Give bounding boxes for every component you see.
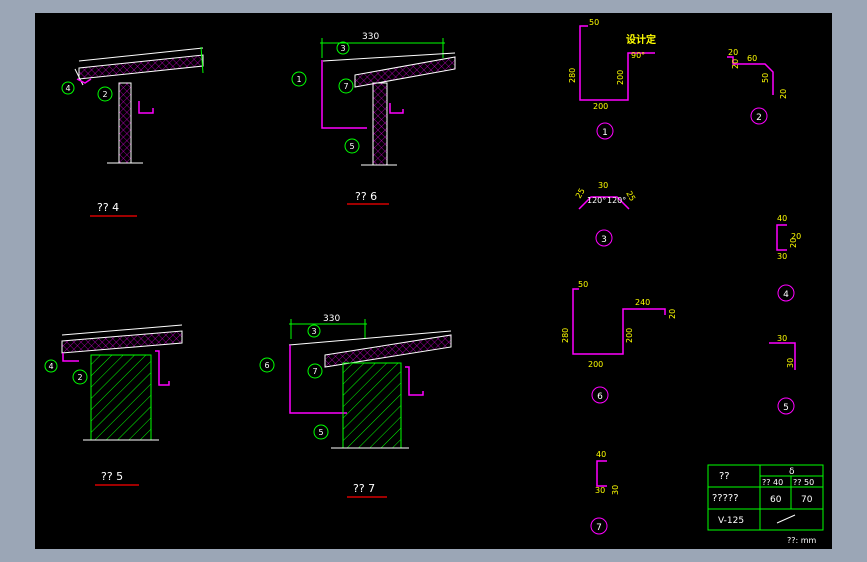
svg-text:60: 60 [747,54,757,63]
svg-text:?? 50: ?? 50 [793,478,814,487]
detail-6: 330 3 1 7 5 ?? 6 [291,32,456,205]
svg-text:280: 280 [561,328,570,343]
svg-text:25: 25 [624,190,637,203]
svg-text:6: 6 [264,361,269,370]
svg-text:30: 30 [611,485,620,495]
profile-6: 50 280 200 200 240 20 6 [561,280,677,404]
svg-text:30: 30 [786,358,795,368]
detail-7: 330 3 6 7 5 ?? 7 [259,314,452,498]
callout-5: 5 [344,138,360,154]
svg-text:25: 25 [574,187,587,200]
svg-text:20: 20 [731,59,740,69]
callout-2: 2 [72,369,88,385]
svg-text:1: 1 [296,75,301,84]
svg-text:20: 20 [668,309,677,319]
svg-text:3: 3 [601,235,607,245]
svg-text:4: 4 [783,290,789,300]
callout-7: 7 [338,78,354,94]
svg-text:200: 200 [625,328,634,343]
svg-text:7: 7 [596,523,602,533]
table-label-4: V-125 [718,516,744,526]
detail-7-caption: ?? 7 [353,482,375,495]
svg-text:?? 40: ?? 40 [762,478,783,487]
spec-table: ?? δ ?? 40 ?? 50 ????? 60 70 V-125 [707,464,824,531]
profile-1: 50 280 200 200 90° 设计定 1 [568,18,656,140]
svg-text:3: 3 [340,44,345,53]
svg-text:50: 50 [761,73,770,83]
callout-6: 6 [259,357,275,373]
detail-5-caption: ?? 5 [101,470,123,483]
profile-2: 20 60 20 50 20 2 [727,48,788,125]
unit-note: ??: mm [787,536,817,545]
svg-text:120°: 120° [587,196,606,205]
svg-text:30: 30 [777,252,787,261]
svg-text:50: 50 [589,18,599,27]
profile-3: 30 25 25 120° 120° 3 [574,181,637,247]
table-label-1: ?? [719,471,730,482]
svg-text:4: 4 [48,362,53,371]
dim-330: 330 [362,32,379,42]
callout-2: 2 [97,86,113,102]
svg-text:280: 280 [568,68,577,83]
profile-4: 40 20 20 30 4 [776,214,801,302]
detail-5: 4 2 ?? 5 [44,324,183,486]
svg-text:2: 2 [77,373,82,382]
drawing-sheet: 4 2 ?? 4 330 3 1 7 [35,13,832,549]
detail-4: 4 2 ?? 4 [61,46,204,217]
svg-text:20: 20 [791,232,801,241]
svg-text:1: 1 [602,128,608,138]
callout-4: 4 [61,81,75,95]
svg-text:5: 5 [349,142,354,151]
svg-text:120°: 120° [607,196,626,205]
callout-3: 3 [336,41,350,55]
detail-4-caption: ?? 4 [97,201,119,214]
callout-7: 7 [307,363,323,379]
svg-text:3: 3 [311,327,316,336]
callout-3: 3 [307,324,321,338]
svg-text:5: 5 [318,428,323,437]
svg-text:20: 20 [728,48,738,57]
svg-text:40: 40 [777,214,787,223]
svg-text:200: 200 [588,360,603,369]
svg-text:200: 200 [593,102,608,111]
callout-4: 4 [44,359,58,373]
table-label-3: ????? [712,493,739,504]
svg-text:40: 40 [596,450,606,459]
design-note: 设计定 [626,33,656,46]
svg-text:70: 70 [801,495,813,505]
svg-text:240: 240 [635,298,650,307]
callout-1: 1 [291,71,307,87]
svg-text:7: 7 [312,367,317,376]
svg-text:20: 20 [779,89,788,99]
profile-7: 40 30 30 7 [590,450,620,535]
cad-drawing: 4 2 ?? 4 330 3 1 7 [44,18,824,545]
table-value-1: δ [789,467,795,477]
detail-6-caption: ?? 6 [355,190,377,203]
callout-5: 5 [313,424,329,440]
svg-text:2: 2 [102,90,107,99]
svg-text:50: 50 [578,280,588,289]
svg-text:5: 5 [783,403,789,413]
svg-text:60: 60 [770,495,782,505]
svg-text:200: 200 [616,70,625,85]
profile-5: 30 30 5 [769,334,796,415]
svg-text:7: 7 [343,82,348,91]
svg-text:30: 30 [598,181,608,190]
svg-text:20: 20 [789,238,798,248]
dim-330: 330 [323,314,340,324]
svg-text:4: 4 [65,84,70,93]
svg-text:90°: 90° [631,51,645,60]
svg-text:2: 2 [756,113,762,123]
svg-text:30: 30 [777,334,787,343]
svg-text:6: 6 [597,392,603,402]
svg-text:30: 30 [595,486,605,495]
